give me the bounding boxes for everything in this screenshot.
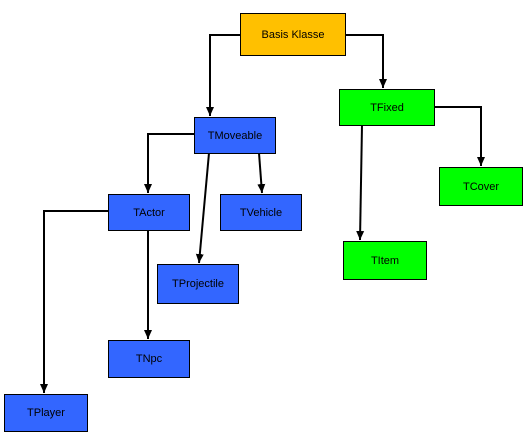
node-tcover: TCover [439, 167, 523, 206]
node-tplayer-label: TPlayer [27, 407, 65, 419]
edge-moveable-actor [144, 133, 194, 193]
edge-fixed-cover [435, 106, 485, 166]
node-titem: TItem [343, 241, 427, 280]
edge-basis-fixed [346, 34, 387, 88]
node-tcover-label: TCover [462, 180, 500, 193]
node-tvehicle: TVehicle [220, 194, 302, 231]
node-basis-klasse-label: Basis Klasse [261, 28, 325, 41]
edge-actor-player [40, 210, 108, 393]
edge-basis-moveable [206, 34, 240, 116]
node-tnpc: TNpc [108, 340, 190, 378]
edge-fixed-item [356, 124, 365, 241]
node-tprojectile-label: TProjectile [172, 278, 224, 290]
node-tmoveable: TMoveable [194, 117, 276, 154]
node-tvehicle-label: TVehicle [239, 206, 283, 219]
edge-moveable-projectile [195, 152, 210, 264]
node-tactor: TActor [108, 194, 190, 231]
node-titem-label: TItem [370, 254, 400, 267]
node-tfixed-label: TFixed [370, 101, 404, 114]
edge-moveable-vehicle [257, 152, 266, 194]
node-tplayer: TPlayer [4, 394, 88, 432]
node-tfixed: TFixed [339, 89, 435, 126]
node-tmoveable-label: TMoveable [207, 129, 263, 142]
node-tactor-label: TActor [133, 206, 165, 219]
node-basis-klasse: Basis Klasse [240, 13, 346, 56]
node-tprojectile: TProjectile [157, 264, 239, 304]
node-tnpc-label: TNpc [135, 353, 163, 365]
